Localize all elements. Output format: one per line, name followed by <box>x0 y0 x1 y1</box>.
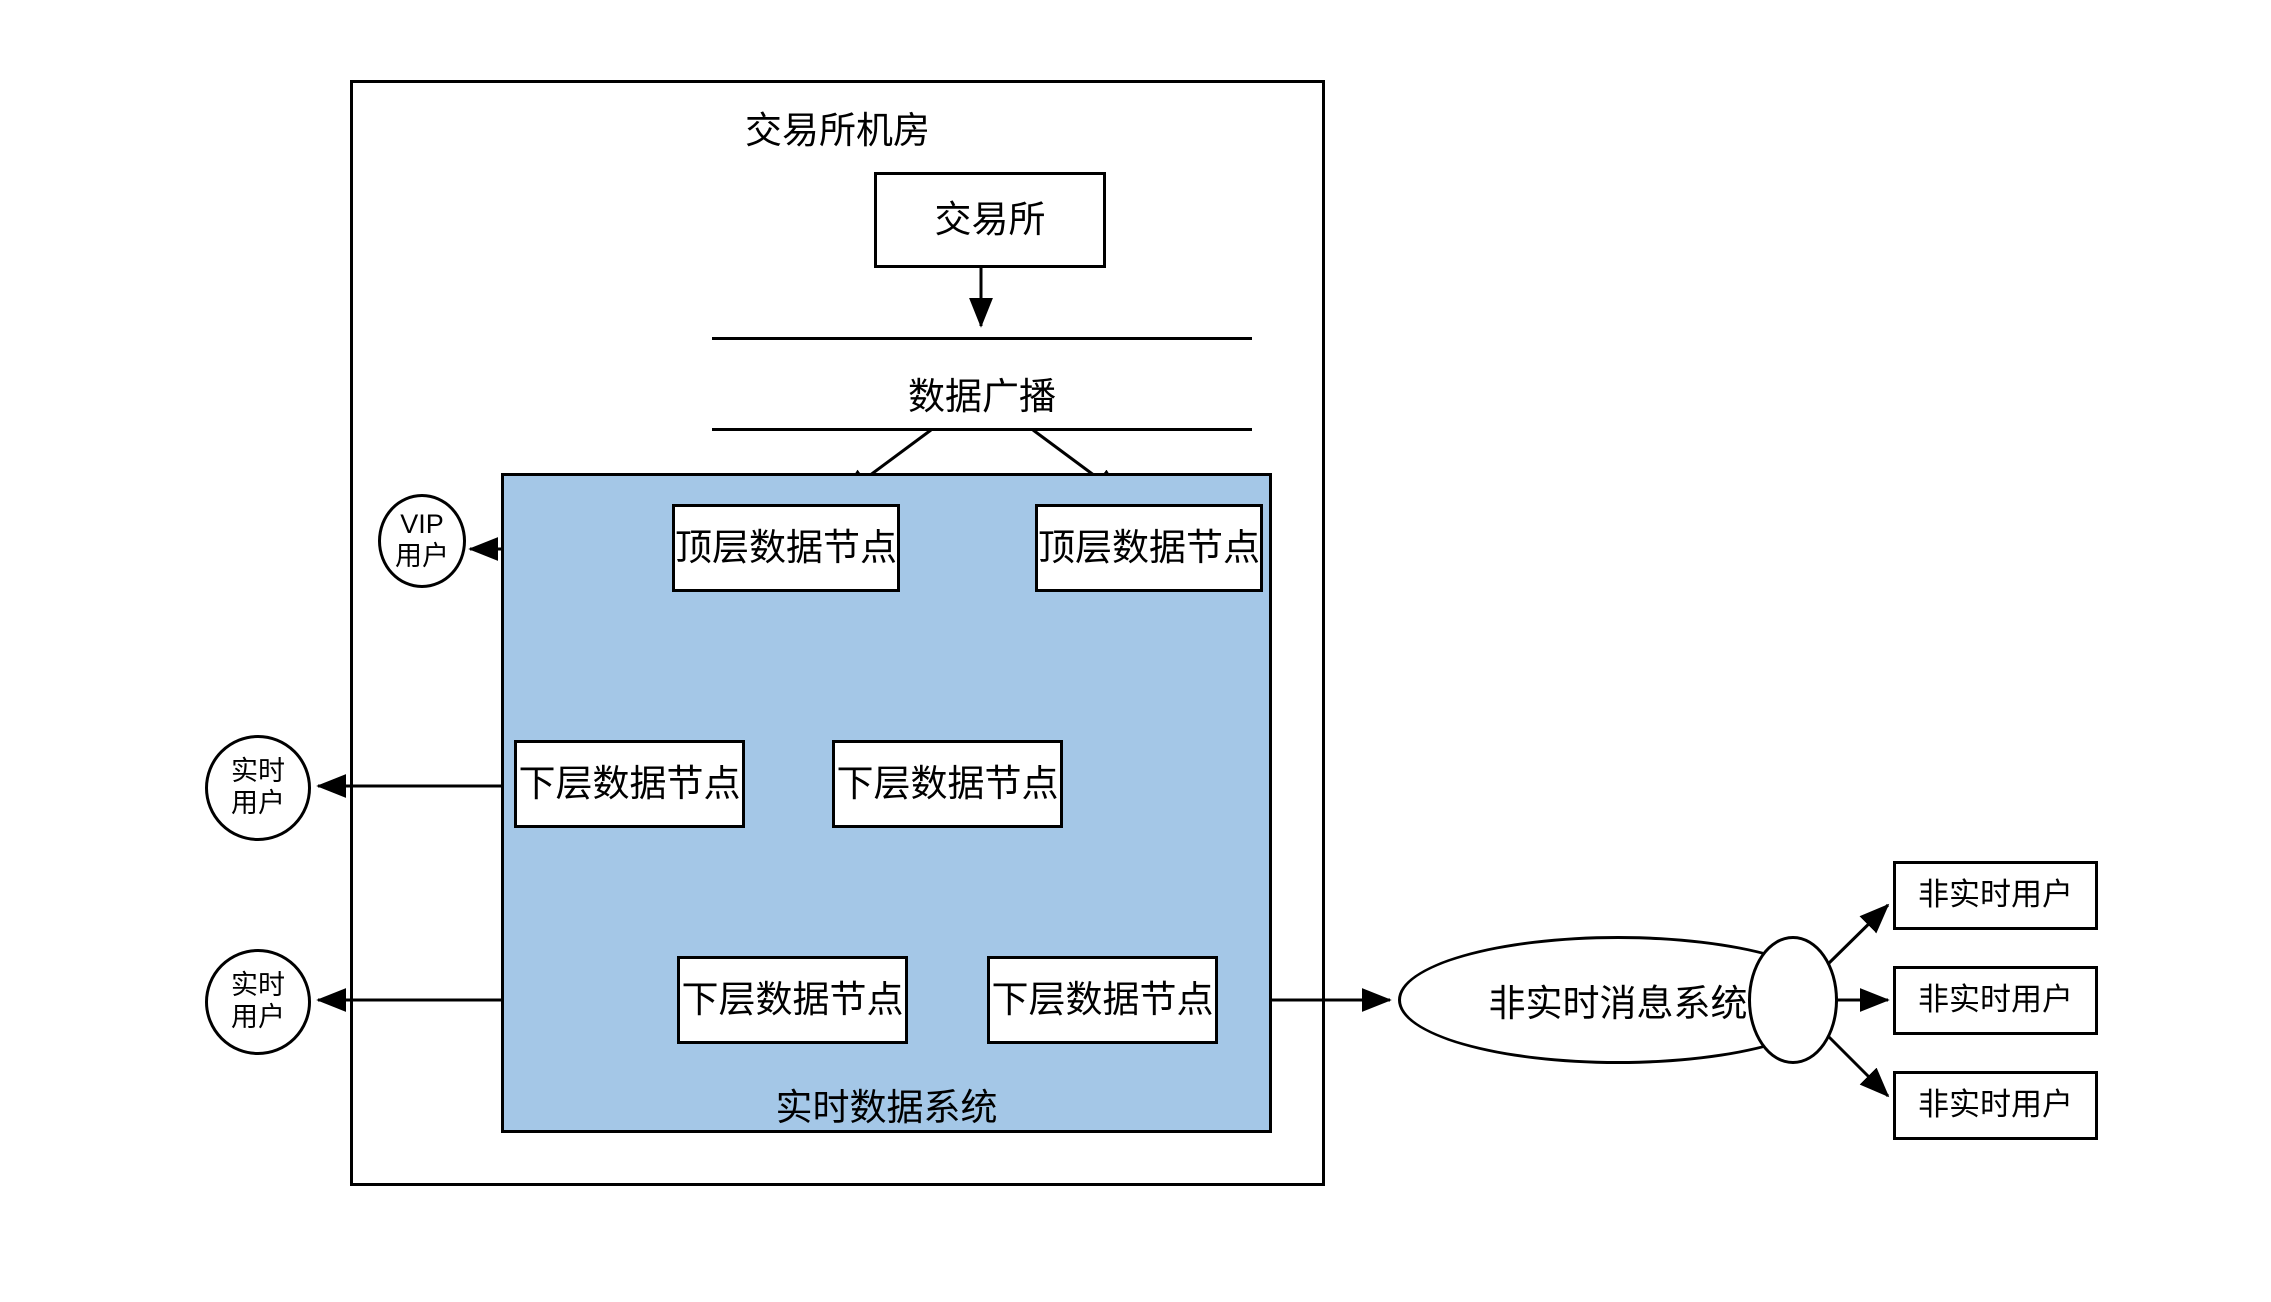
edge-async-system-to-user-1 <box>1823 903 1890 969</box>
broadcast-label: 数据广播 <box>908 376 1056 417</box>
top-data-node-2[interactable]: 顶层数据节点 <box>1035 504 1263 592</box>
vip-user-label-line2: 用户 <box>395 541 449 571</box>
non-realtime-user-3[interactable]: 非实时用户 <box>1893 1071 2098 1140</box>
exchange-room-frame <box>350 80 1325 1186</box>
realtime-user-lower-label-line2: 用户 <box>231 1002 285 1032</box>
edge-async-system-to-user-3 <box>1823 1031 1890 1098</box>
non-realtime-user-1[interactable]: 非实时用户 <box>1893 861 2098 930</box>
realtime-data-system-label: 实时数据系统 <box>775 1087 998 1128</box>
top-data-node-1[interactable]: 顶层数据节点 <box>672 504 900 592</box>
lower-data-node-2[interactable]: 下层数据节点 <box>832 740 1063 828</box>
realtime-user-lower-label-line1: 实时 <box>231 970 285 1001</box>
realtime-user-node-upper[interactable]: 实时 用户 <box>205 735 311 841</box>
realtime-user-upper-label-line1: 实时 <box>231 756 285 787</box>
lower-data-node-1[interactable]: 下层数据节点 <box>514 740 745 828</box>
vip-user-label-line1: VIP <box>400 509 444 540</box>
realtime-user-node-lower[interactable]: 实时 用户 <box>205 949 311 1055</box>
exchange-room-title: 交易所机房 <box>745 110 930 151</box>
lower-data-node-4[interactable]: 下层数据节点 <box>987 956 1218 1044</box>
lower-data-node-3[interactable]: 下层数据节点 <box>677 956 908 1044</box>
async-message-system-cap <box>1748 936 1838 1064</box>
broadcast-bottom-rule <box>712 428 1252 431</box>
vip-user-node[interactable]: VIP 用户 <box>378 494 466 588</box>
broadcast-top-rule <box>712 337 1252 340</box>
exchange-box[interactable]: 交易所 <box>874 172 1106 268</box>
non-realtime-user-2[interactable]: 非实时用户 <box>1893 966 2098 1035</box>
realtime-user-upper-label-line2: 用户 <box>231 788 285 818</box>
